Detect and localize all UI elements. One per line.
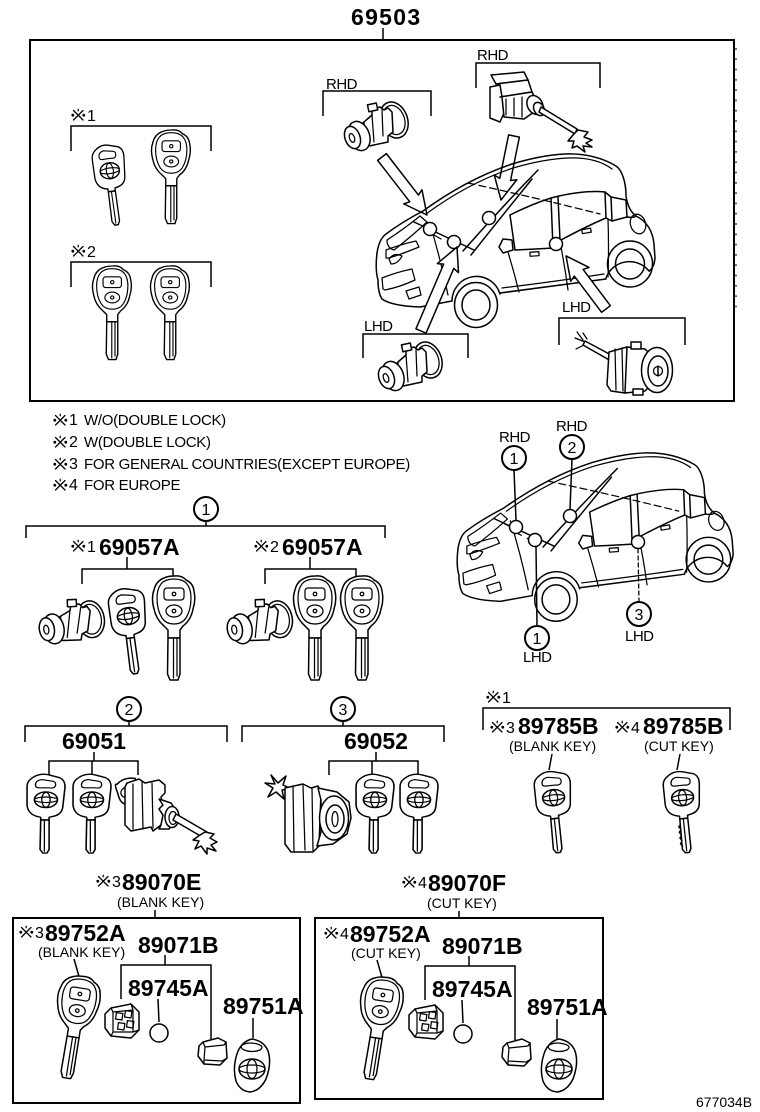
svg-text:3: 3	[112, 874, 121, 891]
svg-text:2: 2	[270, 539, 279, 556]
svg-text:89070E: 89070E	[122, 869, 201, 895]
svg-text:4: 4	[69, 477, 78, 494]
svg-text:89070F: 89070F	[428, 870, 506, 896]
svg-text:1: 1	[69, 412, 78, 429]
svg-text:4: 4	[418, 875, 427, 892]
svg-text:89745A: 89745A	[432, 976, 513, 1002]
svg-text:4: 4	[340, 926, 349, 943]
svg-text:LHD: LHD	[523, 649, 552, 666]
svg-text:W/O(DOUBLE LOCK): W/O(DOUBLE LOCK)	[84, 412, 226, 429]
svg-text:89751A: 89751A	[223, 993, 304, 1019]
svg-text:(BLANK KEY): (BLANK KEY)	[38, 944, 125, 960]
svg-text:RHD: RHD	[326, 76, 358, 93]
svg-text:(CUT KEY): (CUT KEY)	[351, 945, 421, 961]
svg-text:(BLANK KEY): (BLANK KEY)	[117, 894, 204, 910]
svg-text:2: 2	[568, 440, 577, 457]
svg-text:89071B: 89071B	[442, 933, 523, 959]
svg-text:89785B: 89785B	[643, 713, 724, 739]
svg-text:69051: 69051	[62, 728, 126, 754]
svg-text:89751A: 89751A	[527, 994, 608, 1020]
svg-text:1: 1	[533, 631, 542, 648]
svg-text:677034B: 677034B	[696, 1094, 752, 1110]
svg-text:3: 3	[69, 456, 78, 473]
svg-text:4: 4	[631, 720, 640, 737]
svg-text:69057A: 69057A	[282, 534, 363, 560]
svg-text:89752A: 89752A	[45, 920, 126, 946]
svg-text:(BLANK KEY): (BLANK KEY)	[509, 738, 596, 754]
svg-text:FOR GENERAL COUNTRIES(EXCEPT E: FOR GENERAL COUNTRIES(EXCEPT EUROPE)	[84, 456, 410, 473]
svg-text:89752A: 89752A	[350, 921, 431, 947]
svg-text:69057A: 69057A	[99, 534, 180, 560]
svg-text:FOR EUROPE: FOR EUROPE	[84, 477, 180, 494]
svg-text:69503: 69503	[351, 4, 421, 30]
svg-text:89745A: 89745A	[128, 975, 209, 1001]
svg-text:1: 1	[502, 690, 511, 707]
svg-text:1: 1	[510, 451, 519, 468]
svg-text:LHD: LHD	[562, 299, 591, 316]
svg-text:3: 3	[635, 607, 644, 624]
svg-text:W(DOUBLE LOCK): W(DOUBLE LOCK)	[84, 434, 211, 451]
svg-text:LHD: LHD	[364, 318, 393, 335]
svg-text:(CUT KEY): (CUT KEY)	[644, 738, 714, 754]
svg-text:2: 2	[69, 434, 78, 451]
svg-text:69052: 69052	[344, 728, 408, 754]
svg-text:1: 1	[87, 539, 96, 556]
svg-text:2: 2	[87, 244, 96, 261]
svg-text:3: 3	[339, 702, 348, 719]
svg-text:1: 1	[87, 108, 96, 125]
svg-text:89785B: 89785B	[518, 713, 599, 739]
svg-text:2: 2	[125, 702, 134, 719]
svg-text:RHD: RHD	[477, 47, 509, 64]
svg-text:RHD: RHD	[499, 429, 531, 446]
svg-text:3: 3	[506, 720, 515, 737]
svg-text:LHD: LHD	[625, 628, 654, 645]
svg-text:89071B: 89071B	[138, 932, 219, 958]
svg-text:(CUT KEY): (CUT KEY)	[427, 895, 497, 911]
svg-text:RHD: RHD	[556, 418, 588, 435]
svg-text:3: 3	[35, 925, 44, 942]
svg-text:1: 1	[202, 502, 211, 519]
